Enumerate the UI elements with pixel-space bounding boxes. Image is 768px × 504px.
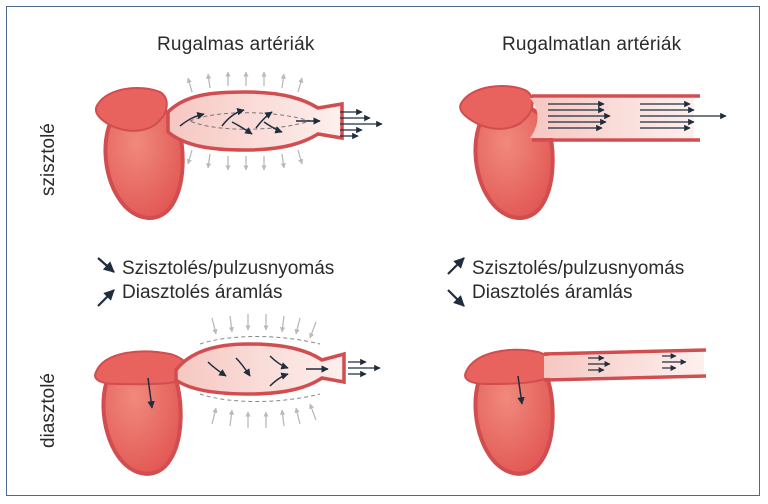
legend-icons bbox=[98, 258, 464, 306]
arrow-down-right-icon bbox=[448, 290, 464, 306]
arrow-down-right-icon bbox=[98, 258, 114, 272]
elastic-systole-diagram bbox=[96, 72, 382, 218]
arrow-up-right-icon bbox=[448, 258, 464, 274]
inelastic-systole-diagram bbox=[460, 86, 726, 218]
elastic-diastole-diagram bbox=[95, 314, 380, 474]
arrow-up-right-icon bbox=[98, 290, 114, 306]
inelastic-diastole-diagram bbox=[465, 350, 706, 474]
